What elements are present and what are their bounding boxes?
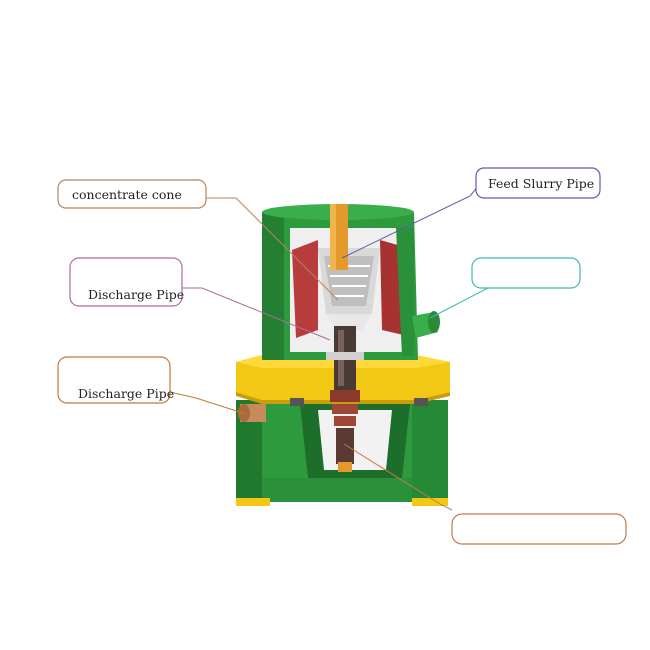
drive-shaft	[326, 326, 364, 472]
callout-label: Feed Slurry Pipe	[488, 176, 594, 191]
callout-feed-slurry-pipe: Feed Slurry Pipe	[475, 167, 601, 199]
callout-concentrate-cone: concentrate cone	[57, 179, 207, 209]
callout-discharge-pipe-upper: Discharge Pipe	[69, 257, 184, 307]
base-frame	[236, 400, 448, 506]
concentrator-machine	[236, 204, 450, 506]
callout-label: Discharge Pipe	[78, 386, 174, 401]
callout-unlabeled-bottom	[451, 513, 627, 545]
callout-unlabeled-right	[471, 257, 581, 289]
leader-unlabeled-bottom	[343, 443, 453, 511]
callout-label: concentrate cone	[72, 187, 182, 202]
leader-discharge-pipe-lower	[169, 391, 247, 415]
callout-discharge-pipe-lower: Discharge Pipe	[57, 356, 174, 404]
feed-pipe-illustration	[330, 204, 348, 270]
leader-unlabeled-right	[429, 287, 500, 319]
callout-label: Discharge Pipe	[88, 287, 184, 302]
leader-concentrate-cone	[205, 197, 339, 301]
leader-discharge-pipe-upper	[181, 287, 331, 341]
